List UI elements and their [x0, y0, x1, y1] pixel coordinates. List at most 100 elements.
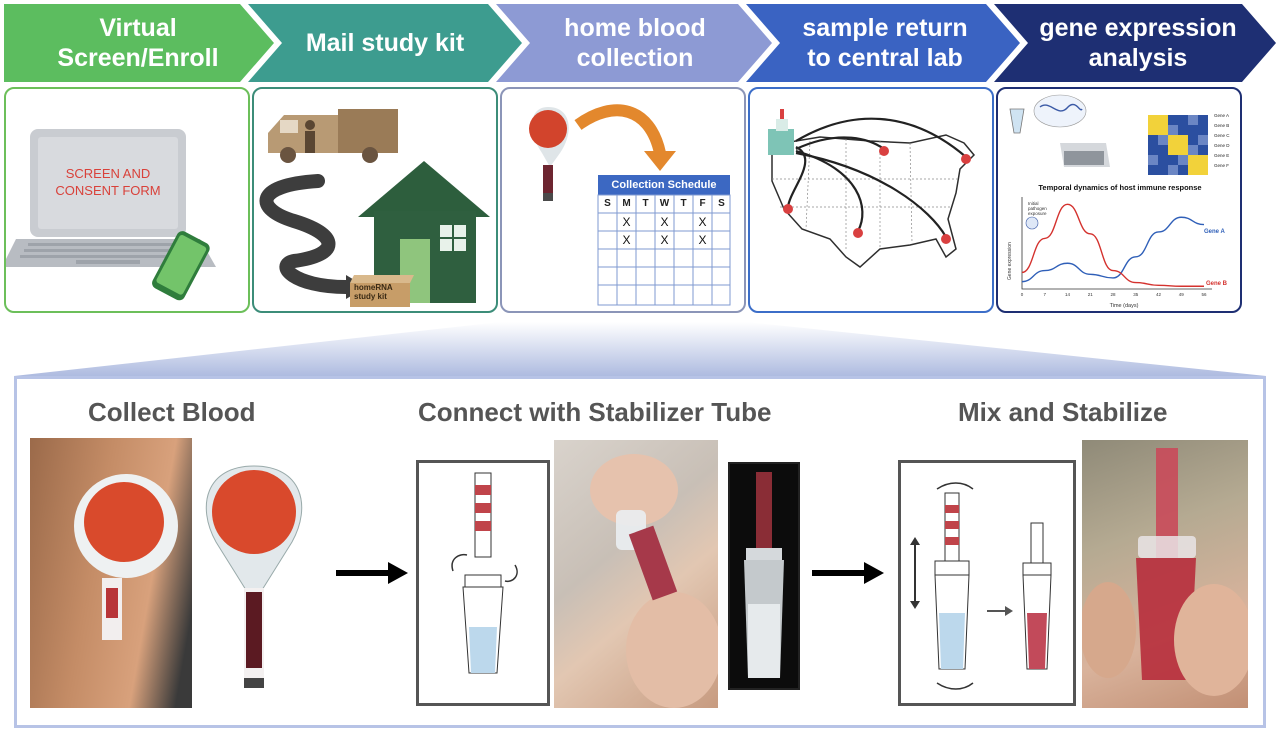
heatmap-gene-label: Gene B — [1214, 123, 1230, 128]
heatmap-cell — [1168, 145, 1178, 155]
stage-chevron-2 — [248, 4, 522, 82]
schedule-cell — [655, 285, 674, 303]
heatmap-cell — [1198, 135, 1208, 145]
schedule-title: Collection Schedule — [611, 179, 717, 191]
delivery-van-icon — [268, 109, 398, 163]
hands-connect — [590, 454, 718, 708]
schedule-day-header: T — [680, 198, 687, 209]
series-line-gene-b — [1021, 203, 1204, 287]
stage-2-line-1: Mail study kit — [305, 29, 465, 57]
schedule-cell — [674, 231, 693, 249]
heatmap-cell — [1178, 135, 1188, 145]
legend-gene-b: Gene B — [1206, 281, 1228, 287]
us-map-illustration — [768, 109, 976, 268]
schedule-day-header: W — [659, 198, 670, 209]
sample-tube-icon — [1009, 108, 1025, 134]
study-kit-label: homeRNA study kit — [354, 283, 408, 301]
heatmap-cell — [1158, 135, 1168, 145]
schedule-cell — [636, 249, 655, 267]
step-title-connect: Connect with Stabilizer Tube — [418, 397, 772, 427]
schedule-day-header: S — [604, 198, 611, 209]
mix-diagram — [898, 460, 1076, 706]
panel-mail-kit: homeRNA study kit — [252, 87, 498, 313]
heatmap-gene-label: Gene C — [1214, 133, 1230, 138]
schedule-cell — [712, 267, 731, 285]
stage-label-2: Mail study kit — [280, 8, 490, 78]
mix-illustration — [910, 482, 1052, 690]
heatmap-cell — [1158, 115, 1168, 125]
schedule-cell: X — [622, 215, 631, 229]
heatmap-cell — [1188, 165, 1198, 175]
heatmap-cell — [1148, 165, 1158, 175]
schedule-cell: X — [660, 215, 669, 229]
series-line-gene-a — [1021, 216, 1205, 283]
schedule-row — [598, 285, 731, 303]
x-tick-label: 35 — [1133, 292, 1139, 297]
kit-label-line-1: homeRNA — [354, 283, 393, 292]
schedule-cell — [636, 213, 655, 231]
schedule-cell — [636, 231, 655, 249]
stage-label-4: sample return to central lab — [778, 8, 992, 78]
stage-1-line-1: Virtual — [99, 14, 177, 42]
heatmap-cell — [1178, 155, 1188, 165]
stage-label-1: Virtual Screen/Enroll — [20, 8, 256, 78]
device-closeup — [205, 465, 303, 688]
schedule-cell — [598, 231, 617, 249]
heatmap-cell — [1198, 115, 1208, 125]
x-tick-label: 56 — [1201, 292, 1207, 297]
heatmap-cell — [1148, 135, 1158, 145]
schedule-arrow — [574, 104, 666, 155]
stage-chevron-4 — [746, 4, 1020, 82]
chart-y-label: Gene expression — [1007, 242, 1013, 280]
panel-screen-enroll: SCREEN AND CONSENT FORM — [4, 87, 250, 313]
sample-location-pins — [783, 146, 971, 244]
laptop-illustration — [6, 129, 216, 301]
schedule-cell — [712, 231, 731, 249]
pathogen-icon — [1025, 216, 1039, 230]
heatmap-gene-label: Gene F — [1214, 163, 1230, 168]
return-routes — [786, 117, 967, 238]
x-tick-label: 42 — [1156, 292, 1162, 297]
heatmap-cell — [1168, 135, 1178, 145]
step-title-collect: Collect Blood — [88, 397, 256, 427]
kit-label-line-2: study kit — [354, 292, 387, 301]
heatmap-cell — [1178, 115, 1188, 125]
zoom-connector — [14, 322, 1266, 376]
schedule-cell — [712, 285, 731, 303]
heatmap-icon — [1148, 115, 1208, 175]
schedule-cell — [598, 267, 617, 285]
detail-frame — [14, 376, 1266, 728]
step-arrow-1 — [336, 562, 408, 584]
state-borders — [772, 139, 960, 249]
schedule-cell — [674, 285, 693, 303]
x-tick-label: 21 — [1088, 292, 1094, 297]
schedule-cell: X — [698, 215, 707, 229]
stage-chevron-3 — [496, 4, 772, 82]
legend-gene-a: Gene A — [1204, 229, 1225, 235]
schedule-cell — [636, 285, 655, 303]
heatmap-cell — [1168, 165, 1178, 175]
stage-1-line-2: Screen/Enroll — [57, 44, 219, 72]
stage-3-line-2: collection — [576, 44, 694, 72]
stabilizer-tube — [744, 472, 784, 678]
chart-title: Temporal dynamics of host immune respons… — [1038, 183, 1202, 192]
workflow-banner — [4, 4, 1276, 82]
laptop-screen — [38, 137, 178, 229]
stage-4-line-1: sample return — [802, 14, 968, 42]
collection-illustration — [529, 104, 731, 306]
smartphone-icon — [152, 231, 210, 301]
heatmap-cell — [1198, 145, 1208, 155]
laptop-screen-text: SCREEN AND CONSENT FORM — [38, 165, 178, 199]
schedule-cell — [712, 213, 731, 231]
chart-x-label: Time (days) — [1109, 303, 1139, 309]
heatmap-gene-label: Gene A — [1214, 113, 1230, 118]
mail-illustration — [259, 109, 490, 307]
schedule-cell: X — [622, 233, 631, 247]
heatmap-cell — [1158, 155, 1168, 165]
stage-3-line-1: home blood — [564, 14, 706, 42]
